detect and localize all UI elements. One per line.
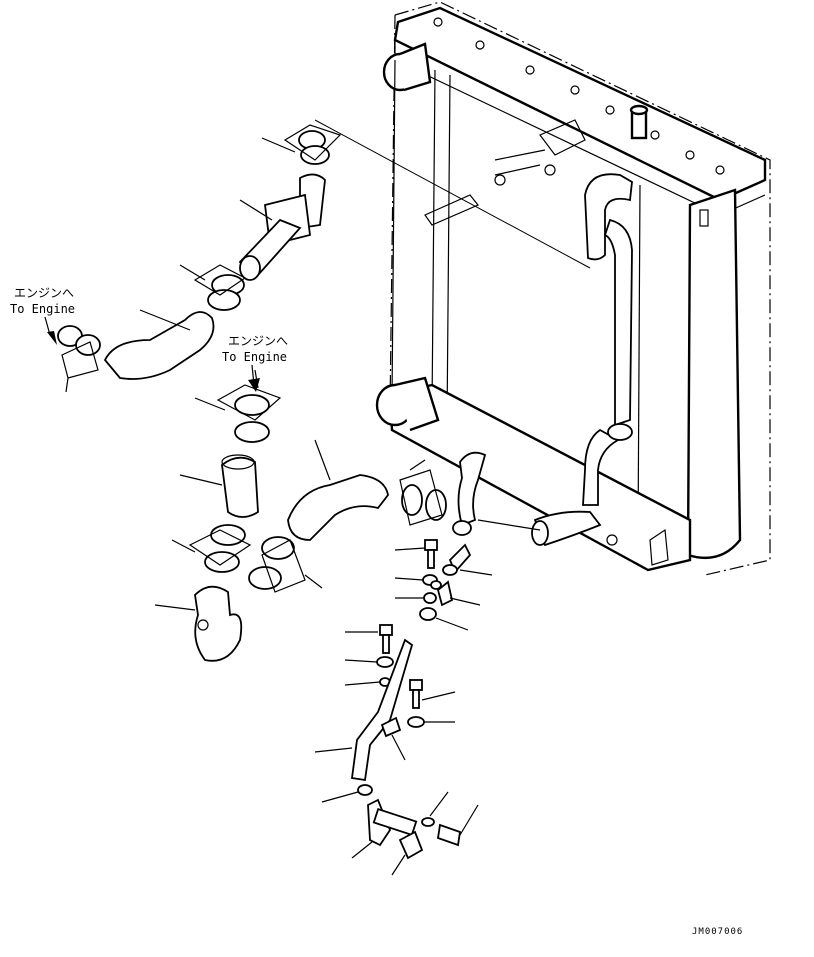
radiator-cap [629, 104, 649, 140]
bent-hose [103, 311, 215, 380]
drain-pipe [350, 638, 414, 782]
engine-label-jp-2: エンジンへ [228, 334, 288, 348]
outlet-neck [375, 376, 440, 432]
inlet-neck [382, 42, 432, 92]
upper-pipe-group [103, 124, 342, 380]
drawing-code: JM007006 [692, 927, 743, 937]
straight-sleeve [221, 456, 259, 518]
engine-label-jp-1: エンジンへ [14, 286, 74, 300]
radiator-assembly [375, 1, 771, 576]
lower-clamps [399, 451, 541, 536]
curved-hose [287, 474, 389, 541]
top-bolts [433, 17, 725, 175]
clamp [300, 145, 330, 165]
engine-label-en-1: To Engine [10, 302, 75, 316]
engine-label-2: エンジンへ To Engine [222, 334, 288, 392]
drain-fittings [314, 539, 493, 876]
engine-label-1: エンジンへ To Engine [10, 286, 75, 345]
engine-side-clamps [57, 325, 101, 393]
y-pipe [194, 585, 243, 662]
middle-pipe-group [154, 369, 389, 662]
engine-label-en-2: To Engine [222, 350, 287, 364]
